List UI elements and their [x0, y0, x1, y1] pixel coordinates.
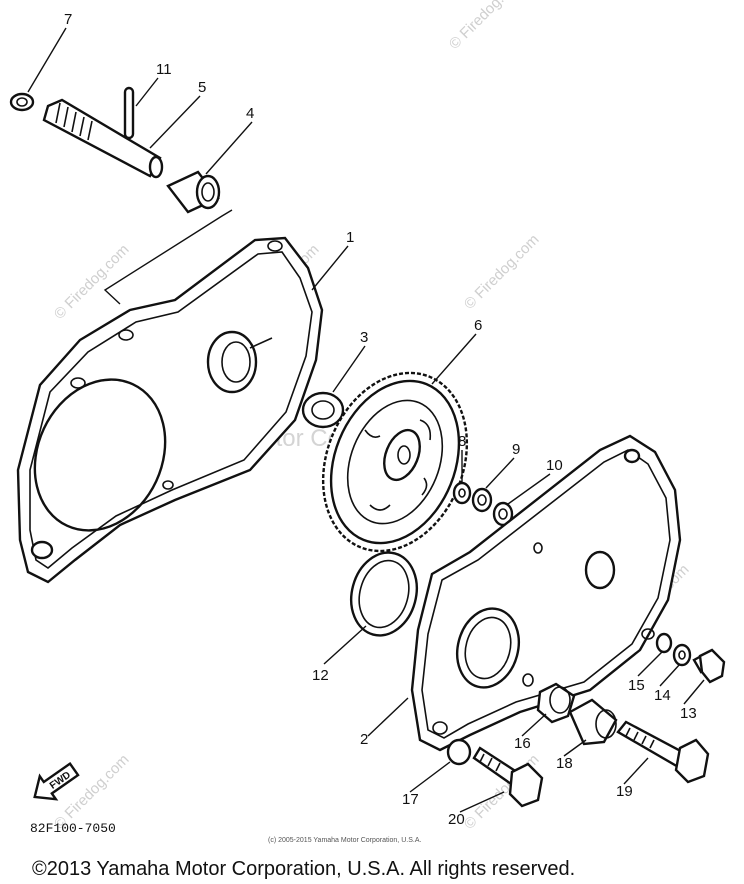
- callout-numbers: 7 11 5 4 1 3 6 8 9 10 12 2 15 14 13 16 1…: [64, 11, 697, 828]
- part-pin: [123, 86, 135, 140]
- part-sleeves: [536, 682, 618, 746]
- callout-4: 4: [246, 105, 254, 122]
- part-bolt-set-lower: [446, 738, 544, 808]
- callout-10: 10: [546, 457, 563, 474]
- callout-9: 9: [512, 441, 520, 458]
- callout-13: 13: [680, 705, 697, 722]
- diagram-code: 82F100-7050: [30, 821, 116, 836]
- watermark-right: © Firedog.com: [461, 231, 543, 313]
- watermark-left: © Firedog.com: [51, 241, 133, 323]
- part-worm-shaft: [42, 98, 164, 179]
- part-gear-case-cover: [16, 236, 324, 584]
- part-small-washers: [452, 481, 514, 527]
- callout-17: 17: [402, 791, 419, 808]
- callout-6: 6: [474, 317, 482, 334]
- callout-3: 3: [360, 329, 368, 346]
- part-gear: [321, 371, 469, 553]
- callout-1: 1: [346, 229, 354, 246]
- callout-15: 15: [628, 677, 645, 694]
- callout-7: 7: [64, 11, 72, 28]
- callout-16: 16: [514, 735, 531, 752]
- part-collar: [166, 170, 221, 214]
- part-o-ring: [350, 551, 418, 637]
- callout-2: 2: [360, 731, 368, 748]
- watermark-top-right: © Firedog.com: [446, 0, 528, 53]
- callout-5: 5: [198, 79, 206, 96]
- footer-copyright: ©2013 Yamaha Motor Corporation, U.S.A. A…: [32, 858, 575, 880]
- callout-14: 14: [654, 687, 671, 704]
- callout-18: 18: [556, 755, 573, 772]
- part-bearing: [301, 391, 345, 429]
- guide-lines: [103, 209, 233, 305]
- part-long-bolt: [616, 720, 710, 784]
- callout-20: 20: [448, 811, 465, 828]
- part-washer: [9, 92, 35, 112]
- fwd-arrow: FWD: [33, 761, 80, 801]
- small-copyright: (c) 2005-2015 Yamaha Motor Corporation, …: [268, 837, 421, 844]
- callout-19: 19: [616, 783, 633, 800]
- callout-leaders: [27, 27, 705, 813]
- callout-12: 12: [312, 667, 329, 684]
- part-front-cover: [410, 434, 682, 752]
- part-bolt-set-upper: [655, 632, 726, 684]
- callout-11: 11: [156, 61, 172, 78]
- callout-8: 8: [458, 433, 466, 450]
